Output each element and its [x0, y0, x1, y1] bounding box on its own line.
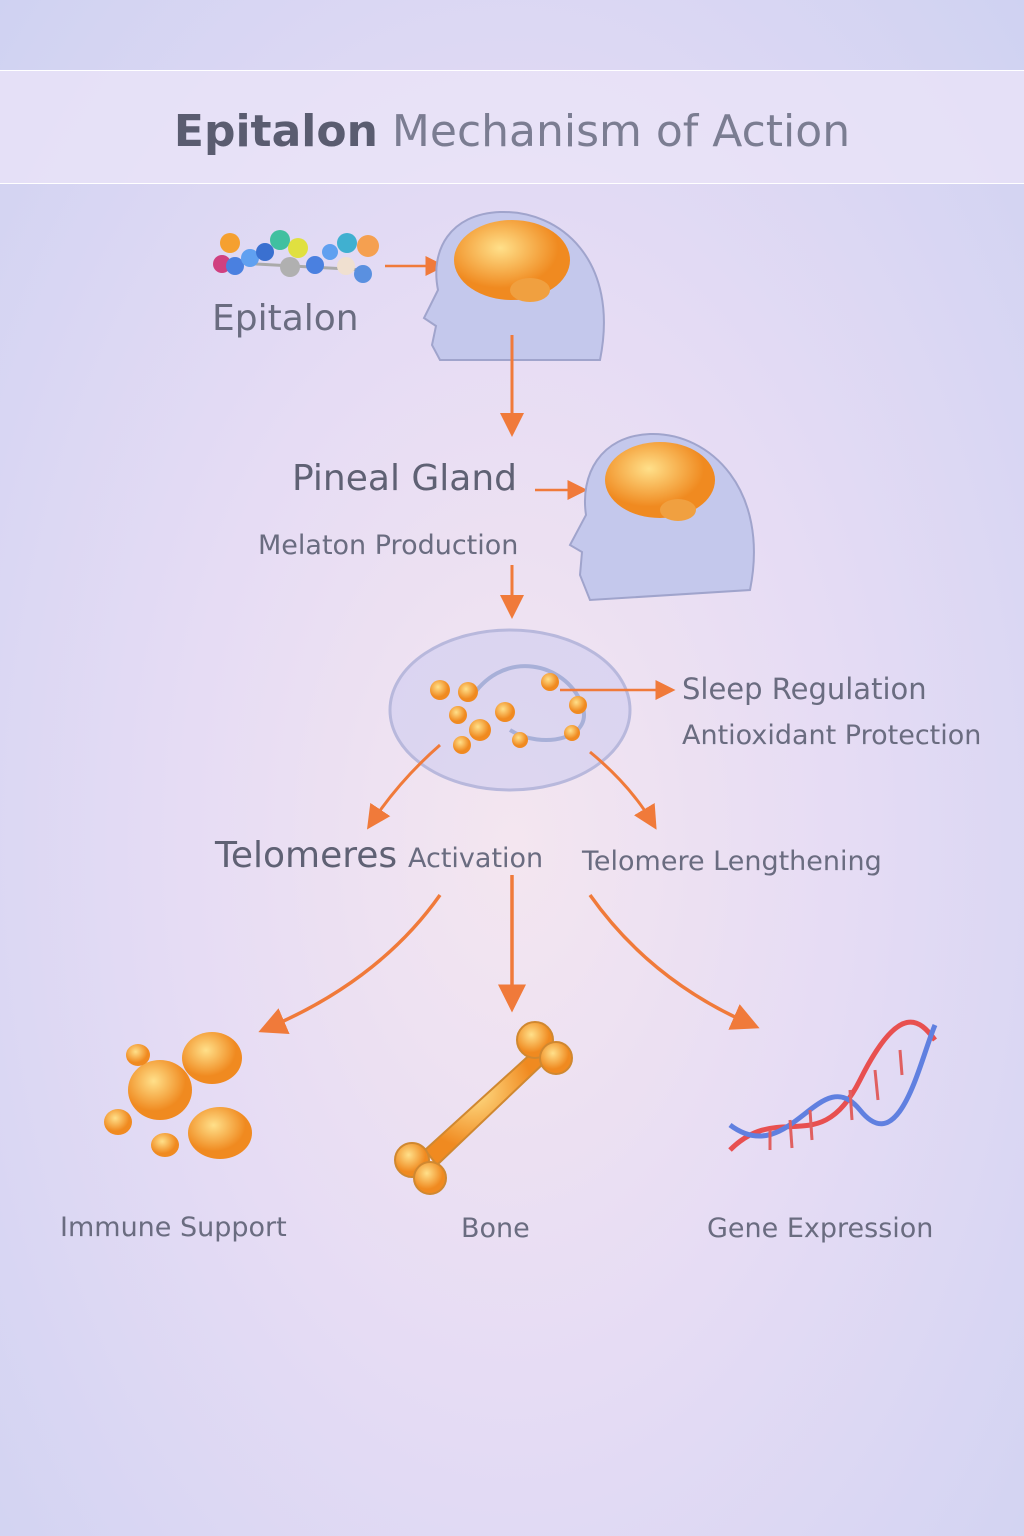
bone-icon: [394, 1021, 573, 1195]
gene-expression-label: Gene Expression: [707, 1213, 934, 1244]
activation-label: Activation: [408, 843, 544, 874]
immune-support-label: Immune Support: [60, 1212, 287, 1243]
bone-label: Bone: [461, 1213, 530, 1244]
telomeres-label: Telomeres: [215, 835, 398, 876]
peptide-molecule-icon: [213, 230, 379, 283]
page-title: Epitalon Mechanism of Action: [173, 106, 851, 157]
immune-cells-icon: [104, 1032, 252, 1159]
cell-icon: [388, 628, 632, 792]
telomere-lengthening-label: Telomere Lengthening: [582, 846, 882, 877]
head-brain-icon: [422, 210, 605, 361]
title-banner: [0, 70, 1024, 184]
antioxidant-protection-label: Antioxidant Protection: [682, 720, 982, 751]
dna-icon: [728, 1019, 938, 1152]
head-brain-icon: [568, 432, 755, 602]
sleep-regulation-label: Sleep Regulation: [682, 672, 927, 706]
pineal-gland-label: Pineal Gland: [292, 458, 518, 499]
melatonin-production-label: Melaton Production: [258, 530, 519, 561]
epitalon-label: Epitalon: [212, 298, 359, 339]
